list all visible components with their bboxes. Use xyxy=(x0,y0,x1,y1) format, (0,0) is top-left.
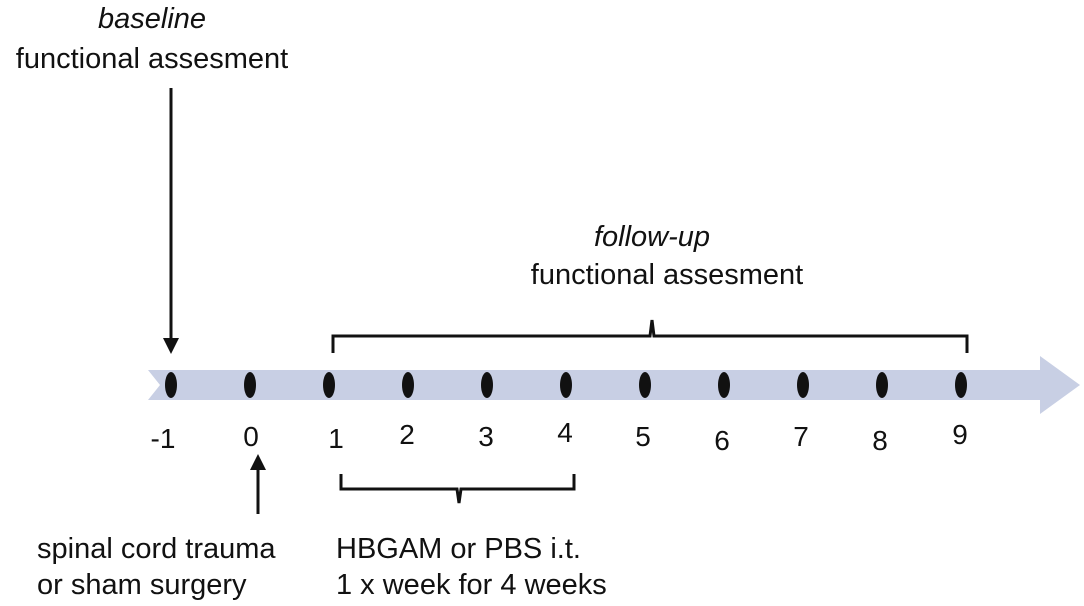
surgery-label-line1: spinal cord trauma xyxy=(37,533,276,565)
tick-marker-4 xyxy=(560,372,572,398)
followup-bracket xyxy=(331,319,969,353)
tick-label-6: 6 xyxy=(714,425,730,456)
tick-label-8: 8 xyxy=(872,425,888,456)
tick-label-3: 3 xyxy=(478,421,494,452)
tick-marker-0 xyxy=(244,372,256,398)
tick-label-neg1: -1 xyxy=(150,423,176,454)
tick-marker-7 xyxy=(797,372,809,398)
baseline-title: baseline xyxy=(97,3,207,35)
tick-marker-8 xyxy=(876,372,888,398)
tick-marker-6 xyxy=(718,372,730,398)
tick-label-2: 2 xyxy=(399,419,415,450)
tick-marker-1 xyxy=(323,372,335,398)
tick-label-9: 9 xyxy=(952,419,968,450)
followup-title: follow-up xyxy=(593,221,711,253)
tick-label-5: 5 xyxy=(635,421,651,452)
treatment-bracket xyxy=(339,474,576,504)
tick-label-1: 1 xyxy=(328,423,344,454)
timeline-axis-arrow xyxy=(148,356,1080,414)
treatment-label-line1: HBGAM or PBS i.t. xyxy=(336,533,581,565)
tick-label-0: 0 xyxy=(243,421,259,452)
surgery-label-line2: or sham surgery xyxy=(37,569,247,601)
tick-label-4: 4 xyxy=(557,417,573,448)
baseline-arrow-head xyxy=(163,338,179,354)
tick-marker-3 xyxy=(481,372,493,398)
tick-marker-neg1 xyxy=(165,372,177,398)
tick-marker-9 xyxy=(955,372,967,398)
treatment-label-line2: 1 x week for 4 weeks xyxy=(336,569,607,601)
tick-marker-5 xyxy=(639,372,651,398)
surgery-arrow-head xyxy=(250,454,266,470)
tick-marker-2 xyxy=(402,372,414,398)
tick-label-7: 7 xyxy=(793,421,809,452)
followup-subtitle: functional assesment xyxy=(530,259,804,291)
baseline-subtitle: functional assesment xyxy=(15,43,289,75)
